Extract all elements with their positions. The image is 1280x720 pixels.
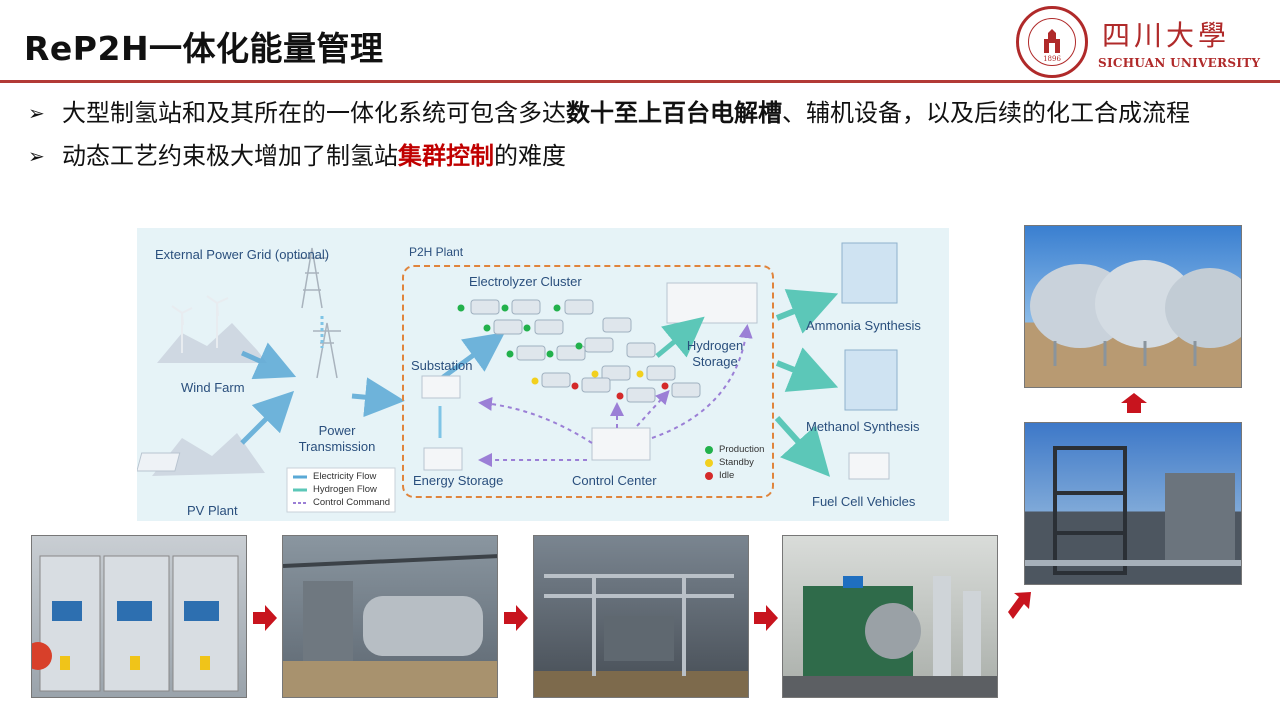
photo-plant-structure bbox=[1024, 422, 1242, 585]
arrow-right-icon bbox=[253, 605, 277, 631]
bullet-item: ➢ 大型制氢站和及其所在的一体化系统可包含多达数十至上百台电解槽、辅机设备，以及… bbox=[24, 97, 1254, 130]
legend-production-dot bbox=[705, 446, 713, 454]
legend-hydrogen-flow: Hydrogen Flow bbox=[313, 484, 377, 495]
plant-structure-icon bbox=[1025, 446, 1241, 575]
label-control-center: Control Center bbox=[572, 473, 657, 488]
storage-spheres-icon bbox=[1030, 260, 1241, 366]
legend-standby: Standby bbox=[719, 457, 754, 468]
bullet-text: 大型制氢站和及其所在的一体化系统可包含多达 bbox=[62, 99, 566, 127]
label-energy-storage: Energy Storage bbox=[413, 473, 504, 488]
label-substation: Substation bbox=[411, 358, 473, 373]
p2h-plant-boundary bbox=[402, 265, 774, 498]
label-power-transmission: Power Transmission bbox=[298, 423, 376, 454]
page-title: ReP2H一体化能量管理 bbox=[24, 29, 384, 68]
photo-switchgear bbox=[31, 535, 247, 698]
photo-compressor bbox=[782, 535, 998, 698]
arrow-bullet-icon: ➢ bbox=[28, 144, 45, 168]
switchgear-icon bbox=[32, 555, 239, 692]
label-fuel-cell: Fuel Cell Vehicles bbox=[812, 494, 916, 509]
bullet-highlight: 集群控制 bbox=[398, 142, 494, 170]
university-name-cn: 四川大學 bbox=[1102, 19, 1231, 52]
label-external-grid: External Power Grid (optional) bbox=[155, 247, 330, 262]
university-name-en: SICHUAN UNIVERSITY bbox=[1098, 56, 1261, 70]
arrow-up-icon bbox=[1121, 393, 1147, 413]
arrow-right-icon bbox=[504, 605, 528, 631]
label-pv-plant: PV Plant bbox=[187, 503, 238, 518]
legend-control-command: Control Command bbox=[313, 497, 391, 508]
label-electrolyzer-cluster: Electrolyzer Cluster bbox=[469, 274, 582, 289]
university-logo: 1896 四川大學 SICHUAN UNIVERSITY bbox=[1016, 6, 1266, 80]
seal-year: 1896 bbox=[1043, 55, 1061, 63]
legend-production: Production bbox=[719, 444, 765, 455]
legend-idle-dot bbox=[705, 472, 713, 480]
compressor-photo-icon bbox=[783, 576, 997, 697]
p2h-system-diagram: External Power Grid (optional) Wind Farm… bbox=[137, 228, 949, 521]
label-hydrogen-storage: Hydrogen Storage bbox=[686, 338, 744, 369]
bullet-text: 的难度 bbox=[494, 142, 566, 170]
bullet-text: 动态工艺约束极大增加了制氢站 bbox=[62, 142, 398, 170]
bullet-highlight: 数十至上百台电解槽 bbox=[566, 99, 782, 127]
piping-photo-icon bbox=[534, 574, 748, 697]
photo-piping bbox=[533, 535, 749, 698]
arrow-bullet-icon: ➢ bbox=[28, 101, 45, 125]
legend-standby-dot bbox=[705, 459, 713, 467]
university-seal-icon: 1896 bbox=[1016, 6, 1088, 78]
photo-storage-spheres bbox=[1024, 225, 1242, 388]
title-divider bbox=[0, 80, 1280, 83]
legend-electricity-flow: Electricity Flow bbox=[313, 471, 377, 482]
label-wind-farm: Wind Farm bbox=[181, 380, 245, 395]
label-p2h-plant: P2H Plant bbox=[409, 245, 464, 259]
arrow-right-icon bbox=[754, 605, 778, 631]
diagram-graphics bbox=[137, 242, 898, 513]
legend-idle: Idle bbox=[719, 470, 735, 481]
arrow-up-right-icon bbox=[1008, 592, 1031, 619]
photo-electrolyzers bbox=[282, 535, 498, 698]
bullet-list: ➢ 大型制氢站和及其所在的一体化系统可包含多达数十至上百台电解槽、辅机设备，以及… bbox=[24, 97, 1254, 183]
label-methanol: Methanol Synthesis bbox=[806, 419, 920, 434]
label-ammonia: Ammonia Synthesis bbox=[806, 318, 921, 333]
electrolyzer-photo-icon bbox=[283, 554, 497, 697]
bullet-item: ➢ 动态工艺约束极大增加了制氢站集群控制的难度 bbox=[24, 140, 1254, 173]
bullet-text: 、辅机设备，以及后续的化工合成流程 bbox=[782, 99, 1190, 127]
